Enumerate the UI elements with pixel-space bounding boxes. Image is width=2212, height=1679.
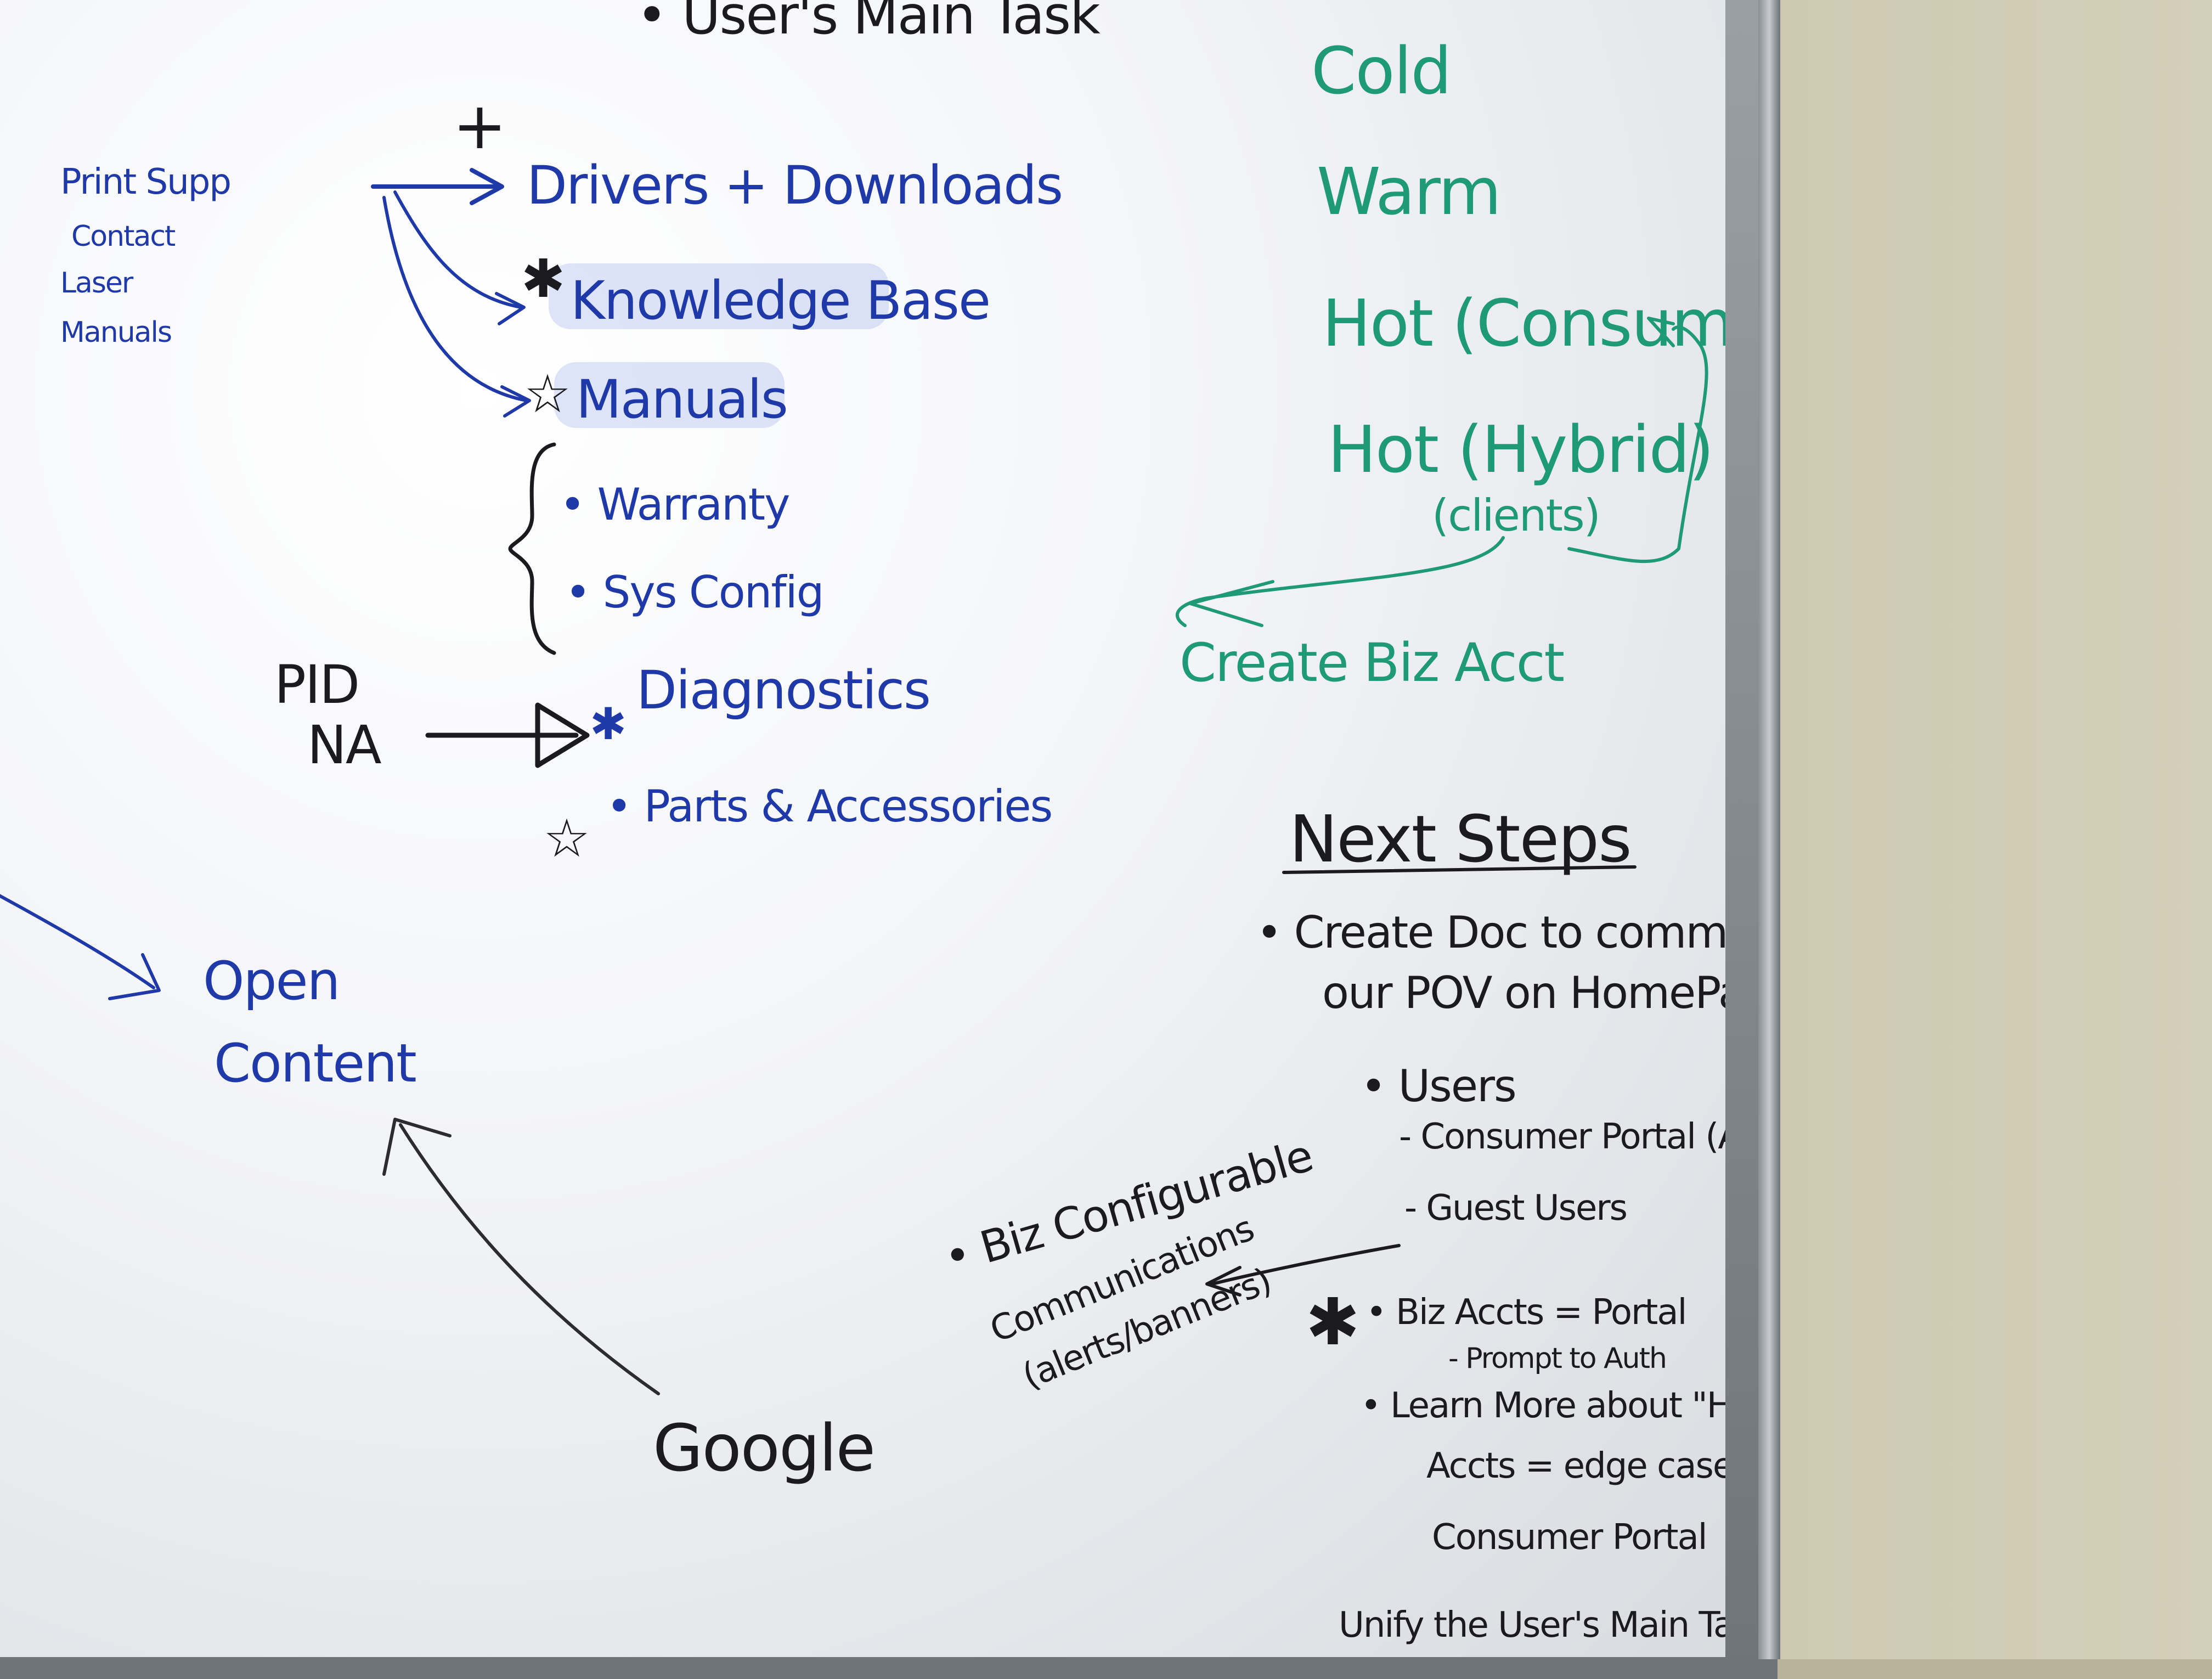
next-step-consumer-portal: - Consumer Portal (Auth) — [1399, 1117, 1725, 1157]
plus-mark: + — [453, 88, 507, 164]
left-note-contact: Contact — [71, 220, 176, 253]
highlight-manuals — [554, 362, 785, 428]
task-warranty: Warranty — [560, 483, 791, 527]
arrow-to-open-content — [0, 894, 155, 989]
next-step-create-doc: Create Doc to communicate — [1256, 911, 1725, 955]
green-loop-arrow — [1567, 325, 1708, 564]
next-step-learn-more: Learn More about "Hybrid" — [1361, 1388, 1725, 1423]
task-sys-config: Sys Config — [565, 571, 825, 615]
next-steps-title: Next Steps — [1289, 801, 1632, 877]
left-note-laser: Laser — [60, 267, 133, 300]
arrow-to-knowledge-base — [393, 190, 523, 309]
pid-label: PID — [274, 654, 360, 715]
next-step-prompt-auth: - Prompt to Auth — [1448, 1342, 1667, 1375]
task-drivers-downloads: Drivers + Downloads — [527, 155, 1063, 216]
temp-warm: Warm — [1317, 154, 1502, 229]
next-step-unify: Unify the User's Main Task — [1339, 1605, 1725, 1646]
left-note-manuals: Manuals — [60, 316, 172, 349]
task-parts-accessories: Parts & Accessories — [606, 785, 1053, 829]
asterisk-icon-diagnostics: ✱ — [590, 698, 627, 750]
next-step-pov: our POV on HomePage Redesign — [1322, 967, 1725, 1018]
marker-strokes — [0, 168, 1708, 1395]
left-note-print-supp: Print Supp — [60, 162, 232, 202]
task-knowledge-base: Knowledge Base — [571, 270, 991, 331]
highlight-knowledge-base — [549, 263, 889, 329]
arrow-to-create-biz-acct — [1176, 536, 1505, 627]
asterisk-icon: ✱ — [521, 248, 565, 309]
google-label: Google — [653, 1410, 876, 1486]
na-label: NA — [307, 714, 381, 776]
temp-hot-consumer: Hot (Consumer) — [1322, 285, 1725, 361]
arrow-to-manuals — [382, 196, 528, 402]
next-steps-underline — [1282, 865, 1637, 874]
temp-clients: (clients) — [1432, 490, 1601, 541]
temp-cold: Cold — [1311, 33, 1452, 109]
open-content-line1: Open — [203, 950, 340, 1012]
star-icon-parts: ☆ — [543, 808, 590, 869]
main-task-header: User's Main Task — [636, 0, 1101, 42]
task-diagnostics: Diagnostics — [636, 660, 931, 721]
temp-hot-hybrid: Hot (Hybrid) — [1328, 412, 1714, 487]
asterisk-icon-biz-accts: ✱ — [1306, 1284, 1360, 1360]
brace — [508, 442, 556, 655]
next-step-guest-users: - Guest Users — [1404, 1188, 1628, 1229]
whiteboard-frame: △ → Print Supp Contact Laser Manuals Use… — [0, 0, 1778, 1679]
arrow-google-to-open-content — [399, 1123, 660, 1395]
next-step-consumer-portal-2: Consumer Portal — [1432, 1517, 1708, 1558]
open-content-line2: Content — [214, 1033, 417, 1094]
next-step-edge-case: Accts = edge case for — [1426, 1446, 1725, 1486]
whiteboard-frame-edge — [1758, 0, 1780, 1659]
next-step-users: Users — [1361, 1064, 1517, 1108]
create-biz-acct: Create Biz Acct — [1180, 632, 1565, 694]
next-step-biz-accts: Biz Accts = Portal — [1366, 1295, 1687, 1330]
whiteboard: △ → Print Supp Contact Laser Manuals Use… — [0, 0, 1725, 1657]
star-icon: ☆ — [524, 363, 571, 425]
arrow-to-biz-config — [1211, 1244, 1401, 1286]
task-manuals: Manuals — [576, 369, 788, 430]
